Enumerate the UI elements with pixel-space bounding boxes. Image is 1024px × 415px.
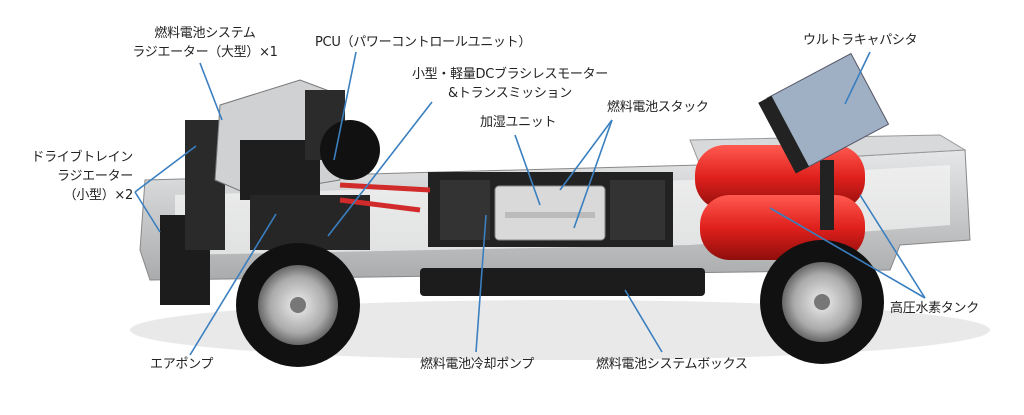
label-line: 小型・軽量DCブラシレスモーター (411, 67, 609, 82)
label-fc-stack: 燃料電池スタック (607, 100, 709, 115)
label-line: ラジエーター (57, 169, 133, 184)
ultracapacitor (758, 52, 890, 174)
label-h2-tank: 高圧水素タンク (890, 301, 979, 316)
label-pcu: PCU（パワーコントロールユニット） (315, 35, 532, 50)
label-air-pump: エアポンプ (150, 357, 214, 372)
label-line: &トランスミッション (448, 86, 572, 101)
front-module (160, 79, 431, 305)
rear-wheel (760, 240, 884, 364)
label-ultracapacitor: ウルトラキャパシタ (803, 33, 918, 48)
label-fc-system-box: 燃料電池システムボックス (596, 357, 748, 372)
label-line: 燃料電池システム (154, 26, 256, 41)
front-wheel (236, 243, 360, 367)
label-drivetrain-radiator: ドライブトレイン ラジエーター （小型）×2 (8, 148, 133, 205)
label-motor: 小型・軽量DCブラシレスモーター &トランスミッション (385, 65, 635, 103)
label-humidifier: 加湿ユニット (480, 115, 557, 130)
label-fc-radiator: 燃料電池システム ラジエーター（大型）×1 (115, 24, 295, 62)
label-line: ドライブトレイン (31, 150, 133, 165)
center-tunnel (428, 172, 673, 247)
label-line: ラジエーター（大型）×1 (132, 45, 278, 60)
label-fc-cooling-pump: 燃料電池冷却ポンプ (420, 357, 534, 372)
fc-system-box (420, 268, 705, 296)
leader-lines (134, 51, 926, 356)
label-line: （小型）×2 (63, 188, 134, 203)
